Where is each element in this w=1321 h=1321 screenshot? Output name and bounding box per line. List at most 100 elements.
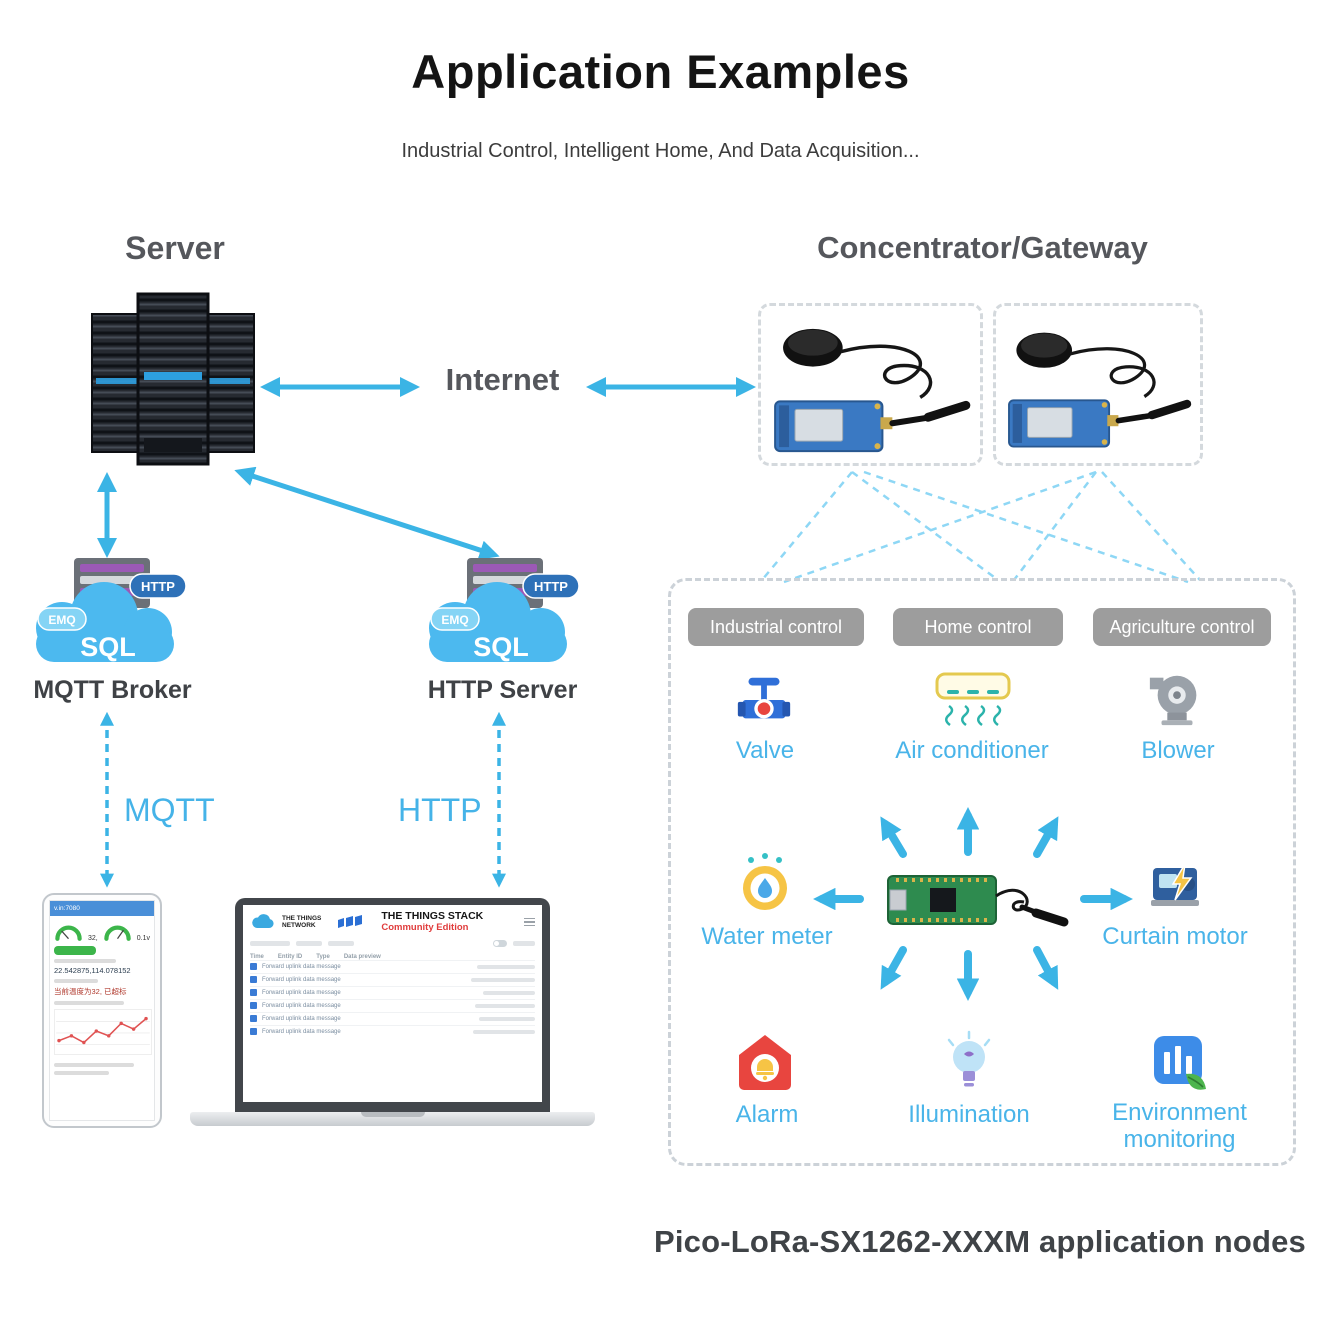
laptop-base	[190, 1112, 595, 1126]
gateway-heading: Concentrator/Gateway	[817, 230, 1148, 265]
table-header-row: Time Entity ID Type Data preview	[250, 954, 535, 960]
page-subtitle: Industrial Control, Intelligent Home, An…	[401, 140, 920, 162]
phone-mockup: v.in:7080 32, 0.1v 22.542875,114.078152 …	[42, 893, 162, 1128]
console-header: THE THINGS NETWORK THE THINGS STACK Comm…	[250, 910, 535, 933]
tts-subtitle: Community Edition	[381, 921, 469, 933]
placeholder-bar	[477, 964, 535, 969]
row-text: Forward uplink data message	[262, 1015, 341, 1022]
antenna-cable	[1069, 347, 1156, 398]
table-row: Forward uplink data message	[250, 972, 535, 986]
col-data-preview: Data preview	[343, 953, 381, 960]
server-rack-right	[203, 313, 255, 453]
gauge-value-2: 0.1v	[136, 935, 150, 942]
uplink-icon	[250, 1002, 257, 1010]
toggle-icon	[493, 939, 507, 947]
row-text: Forward uplink data message	[262, 989, 341, 996]
node-label-environment-monitoring: Environment monitoring	[1112, 1099, 1247, 1153]
node-label-valve: Valve	[735, 737, 795, 764]
category-label: Industrial control	[709, 617, 843, 637]
row-text: Forward uplink data message	[262, 1028, 341, 1035]
phone-header-text: v.in:7080	[54, 905, 80, 912]
emq-badge: EMQ	[430, 607, 480, 631]
category-pill-industrial-control: Industrial control	[688, 608, 864, 646]
lora-board	[774, 400, 884, 453]
table-row: Forward uplink data message	[250, 985, 535, 999]
laptop-mockup: THE THINGS NETWORK THE THINGS STACK Comm…	[190, 898, 595, 1128]
category-pill-agriculture-control: Agriculture control	[1093, 608, 1271, 646]
placeholder-bar	[471, 977, 535, 982]
phone-green-badge	[54, 946, 96, 955]
blower-icon	[1149, 675, 1197, 726]
gateway-2-box	[993, 303, 1203, 466]
http-badge: HTTP	[129, 573, 187, 599]
ttn-line1: THE THINGS	[282, 914, 322, 922]
node-label-alarm: Alarm	[735, 1101, 799, 1128]
category-label: Home control	[924, 617, 1032, 637]
http-badge-text: HTTP	[534, 579, 568, 594]
hamburger-icon	[524, 917, 535, 927]
category-pill-home-control: Home control	[893, 608, 1063, 646]
gauge-icon	[55, 925, 82, 941]
laptop-screen: THE THINGS NETWORK THE THINGS STACK Comm…	[235, 898, 550, 1112]
page-title: Application Examples	[411, 45, 910, 98]
environment-monitoring-icon	[1154, 1036, 1206, 1090]
node-label-blower: Blower	[1141, 737, 1215, 764]
placeholder-bar	[54, 1001, 124, 1005]
ttn-logo-text: THE THINGS NETWORK	[282, 915, 321, 930]
tts-logo-text: THE THINGS STACK Community Edition	[381, 910, 483, 933]
server-racks-image	[91, 292, 255, 466]
placeholder-bar	[475, 1003, 535, 1008]
antenna-cable	[840, 344, 933, 399]
col-type: Type	[316, 953, 330, 960]
server-rack-left	[91, 313, 143, 453]
http-badge-text: HTTP	[141, 579, 175, 594]
laptop-screen-content: THE THINGS NETWORK THE THINGS STACK Comm…	[243, 905, 542, 1102]
phone-gauges-row: 32, 0.1v	[50, 916, 154, 942]
phone-status-bar: v.in:7080	[50, 901, 154, 916]
mqtt-broker-cloud: HTTP EMQ SQL	[36, 558, 187, 662]
http-server-cloud: HTTP EMQ SQL	[429, 558, 580, 662]
gateway-1-box	[758, 303, 983, 466]
mqtt-broker-label: MQTT Broker	[33, 676, 192, 704]
placeholder-bar	[54, 979, 98, 983]
placeholder-bar	[296, 940, 322, 946]
console-toolbar	[250, 939, 535, 947]
placeholder-bar	[54, 959, 116, 963]
lora-board	[1008, 399, 1111, 448]
server-rack-center	[136, 292, 210, 466]
alarm-icon	[739, 1035, 791, 1090]
gauge-value-1: 32,	[88, 935, 98, 942]
ttn-cloud-icon	[252, 914, 274, 928]
col-entity-id: Entity ID	[277, 953, 303, 960]
table-row: Forward uplink data message	[250, 959, 535, 973]
phone-coords-text: 22.542875,114.078152	[54, 966, 131, 975]
uplink-icon	[250, 989, 257, 997]
row-text: Forward uplink data message	[262, 1002, 341, 1009]
gateway-node-links	[761, 470, 1201, 584]
uplink-icon	[250, 963, 257, 971]
water-meter-icon	[743, 853, 787, 910]
placeholder-bar	[513, 940, 535, 946]
sql-text: SQL	[80, 632, 136, 662]
gauge-icon	[104, 925, 131, 941]
http-badge: HTTP	[522, 573, 580, 599]
emq-badge-text: EMQ	[441, 613, 468, 627]
lora-antenna-icon	[1107, 399, 1192, 427]
col-time: Time	[250, 953, 264, 960]
placeholder-bar	[473, 1029, 535, 1034]
table-row: Forward uplink data message	[250, 998, 535, 1012]
uplink-icon	[250, 976, 257, 984]
uplink-icon	[250, 1028, 257, 1036]
tts-flags-icon	[338, 914, 363, 928]
gateway-1-image	[774, 328, 971, 453]
http-server-label: HTTP Server	[427, 676, 578, 704]
gateway-2-image	[1008, 332, 1192, 448]
phone-line-chart	[54, 1009, 152, 1055]
sql-text: SQL	[473, 632, 529, 662]
category-label: Agriculture control	[1109, 617, 1255, 637]
module-antenna-icon	[1019, 904, 1069, 927]
mqtt-protocol-label: MQTT	[124, 792, 215, 828]
node-label-air-conditioner: Air conditioner	[895, 737, 1049, 764]
lora-antenna-icon	[880, 400, 971, 430]
server-heading: Server	[125, 230, 225, 266]
